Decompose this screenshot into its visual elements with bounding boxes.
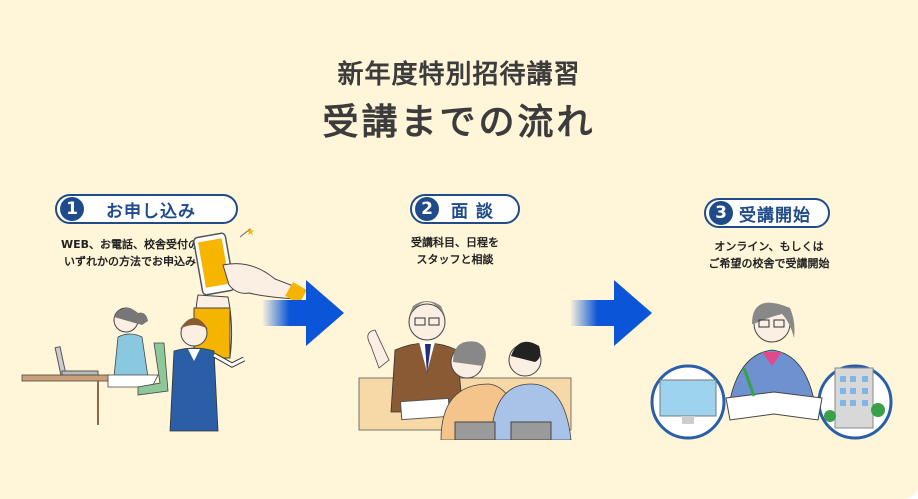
step-3-description: オンライン、もしくは ご希望の校舎で受講開始 [708, 240, 830, 270]
step-number-icon: 1 [60, 197, 84, 221]
step-1-badge: 1 お申し込み [55, 194, 238, 224]
step-3-badge: 3 受講開始 [704, 198, 830, 228]
diagram-title: 受講までの流れ [322, 102, 596, 143]
monitor-icon [650, 364, 726, 440]
svg-text:★: ★ [246, 227, 255, 238]
step-2-label: 面 談 [451, 201, 494, 222]
step-3-label: 受講開始 [739, 205, 811, 226]
student-icon [725, 302, 823, 421]
step-1-label: お申し込み [106, 201, 196, 222]
step-number-icon: 2 [415, 197, 439, 221]
diagram-subtitle: 新年度特別招待講習 [337, 60, 581, 90]
step-2-description: 受講科目、日程を スタッフと相談 [411, 236, 499, 266]
step-1-description: WEB、お電話、校舎受付の いずれかの方法でお申込み [60, 238, 200, 268]
arrow-right-icon [262, 280, 344, 346]
step-3-illustration [650, 302, 893, 440]
receptionist-icon [169, 318, 246, 432]
step-number-icon: 3 [709, 201, 733, 225]
woman-laptop-icon [21, 307, 169, 425]
step-2-illustration [358, 301, 572, 440]
step-1-illustration: ★ [21, 227, 307, 432]
school-building-icon [817, 364, 893, 440]
arrow-right-icon [570, 280, 652, 346]
step-2-badge: 2 面 談 [410, 194, 520, 224]
smartphone-icon: ★ [193, 227, 307, 359]
